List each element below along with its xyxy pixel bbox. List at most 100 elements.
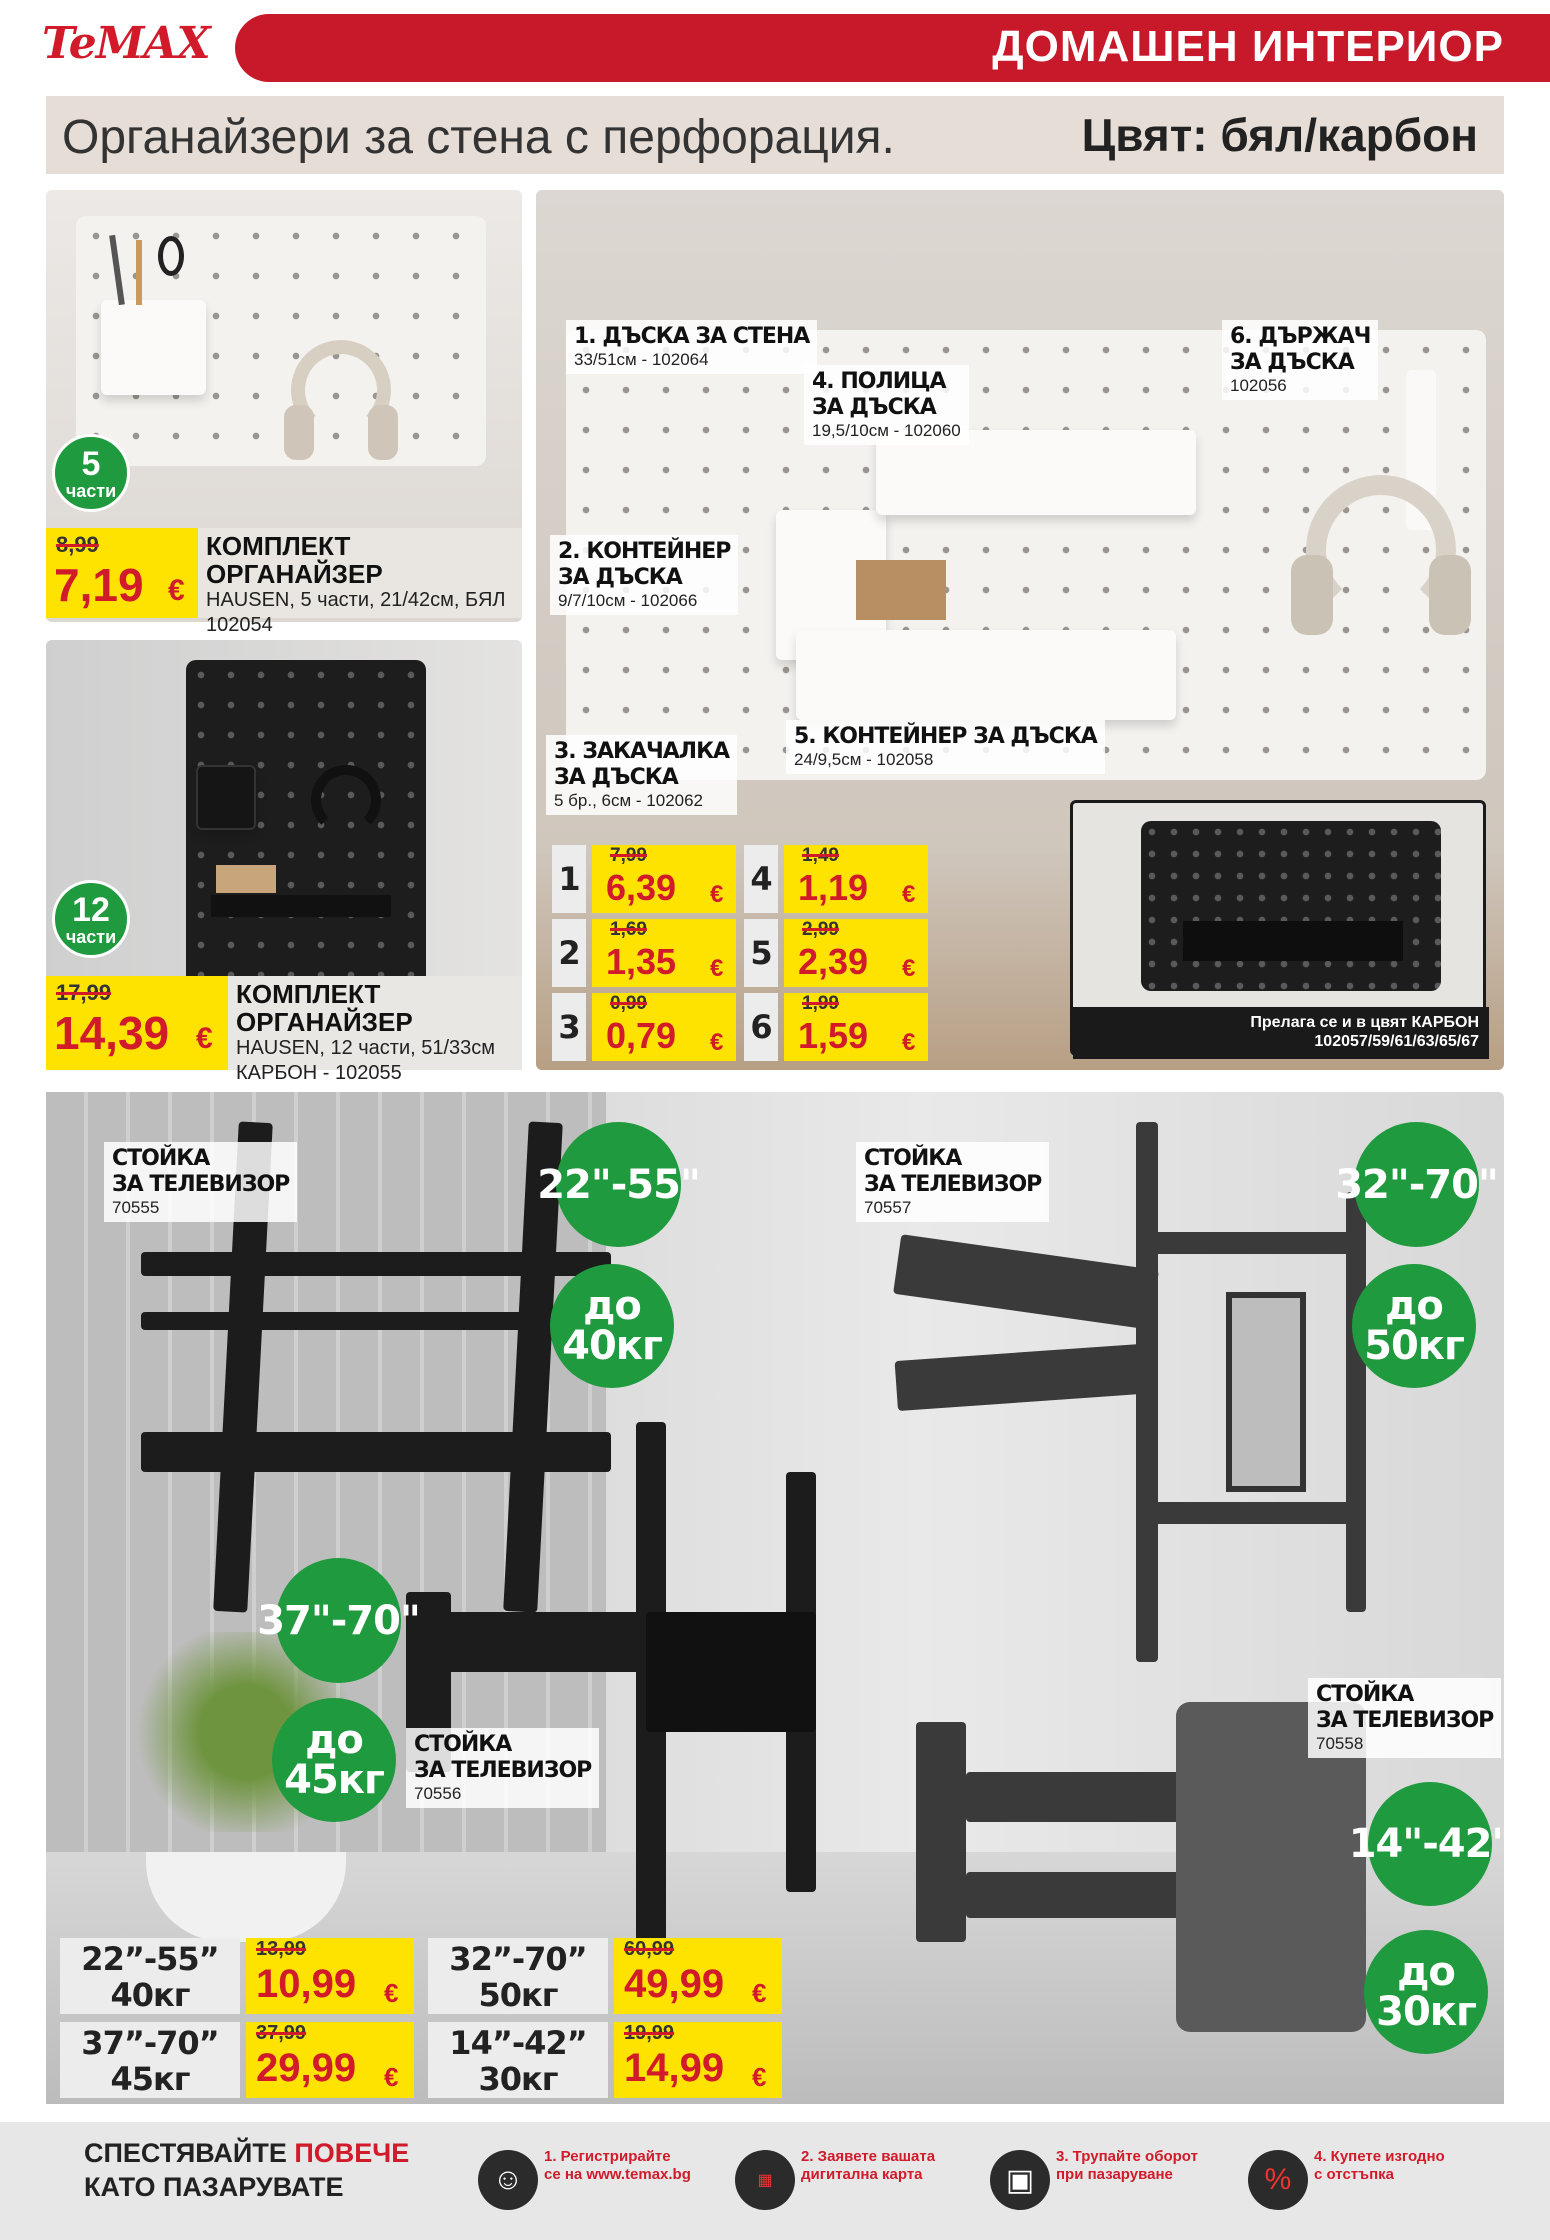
pegboard-dark-image (186, 660, 426, 1000)
part-price-3[interactable]: 0,99 0,79 € (592, 993, 736, 1061)
carbon-note: Прелага се и в цвят КАРБОН 102057/59/61/… (1073, 1007, 1489, 1059)
price-box: 8,99 7,19 € (46, 528, 198, 618)
size-cell: 37”-70”45кг (60, 2022, 240, 2098)
carbon-variant-inset[interactable]: Прелага се и в цвят КАРБОН 102057/59/61/… (1070, 800, 1489, 1059)
headphones-cup (1291, 555, 1333, 635)
product-desc: HAUSEN, 5 части, 21/42см, БЯЛ (206, 589, 506, 611)
old-price: 17,99 (56, 980, 112, 1005)
currency-symbol: € (196, 1022, 213, 1055)
size-badge: 32"-70" (1335, 1122, 1499, 1247)
old-price: 8,99 (56, 532, 99, 557)
part-price-2[interactable]: 1,69 1,35 € (592, 919, 736, 987)
part-number: 1 (552, 845, 586, 913)
part-number: 5 (744, 919, 778, 987)
part-label-3: 3. ЗАКАЧАЛКА ЗА ДЪСКА 5 бр., 6см - 10206… (546, 735, 738, 815)
part-number: 6 (744, 993, 778, 1061)
footer-slogan: СПЕСТЯВАЙТЕ ПОВЕЧЕ КАТО ПАЗАРУВАТЕ (84, 2138, 410, 2202)
scissors-icon (158, 236, 184, 276)
price-box: 17,99 14,39 € (46, 976, 228, 1070)
product-info: КОМПЛЕКТ ОРГАНАЙЗЕР HAUSEN, 12 части, 51… (228, 976, 522, 1084)
container-image (101, 300, 206, 395)
product-info: КОМПЛЕКТ ОРГАНАЙЗЕР HAUSEN, 5 части, 21/… (198, 528, 522, 636)
color-info: Цвят: бял/карбон (1081, 109, 1478, 161)
size-badge: 37"-70" (257, 1558, 421, 1683)
notebook-image (856, 560, 946, 620)
stand-label-70555: СТОЙКА ЗА ТЕЛЕВИЗОР 70555 (104, 1142, 298, 1222)
mount-wallplate (916, 1722, 966, 1942)
part-price-4[interactable]: 1,49 1,19 € (784, 845, 928, 913)
mount-bar (1146, 1232, 1366, 1254)
part-number: 2 (552, 919, 586, 987)
current-price: 14,39 (54, 1007, 170, 1059)
mount-arm (426, 1612, 646, 1672)
size-badge: 22"-55" (537, 1122, 701, 1247)
part-label-2: 2. КОНТЕЙНЕР ЗА ДЪСКА 9/7/10см - 102066 (550, 535, 739, 615)
product-code: КАРБОН - 102055 (236, 1062, 402, 1084)
stand-label-70558: СТОЙКА ЗА ТЕЛЕВИЗОР 70558 (1308, 1678, 1502, 1758)
part-label-6: 6. ДЪРЖАЧ ЗА ДЪСКА 102056 (1222, 320, 1379, 400)
mount-plate (646, 1612, 816, 1732)
tv-price-table: 22”-55”40кг 13,99 10,99 € 32”-70”50кг 60… (60, 1938, 790, 2100)
current-price: 7,19 (54, 559, 144, 611)
stand-label-70556: СТОЙКА ЗА ТЕЛЕВИЗОР 70556 (406, 1728, 600, 1808)
tv-price-70558[interactable]: 19,99 14,99 € (614, 2022, 782, 2098)
title-bar: Органайзери за стена с перфорация. Цвят:… (46, 96, 1504, 174)
mount-arm (893, 1234, 1159, 1330)
part-price-1[interactable]: 7,99 6,39 € (592, 845, 736, 913)
headphones-cup (368, 405, 398, 460)
page-title: Органайзери за стена с перфорация. (62, 111, 895, 164)
container-image (196, 765, 256, 830)
tv-price-70557[interactable]: 60,99 49,99 € (614, 1938, 782, 2014)
tv-stands-panel: СТОЙКА ЗА ТЕЛЕВИЗОР 70555 СТОЙКА ЗА ТЕЛЕ… (46, 1092, 1512, 2104)
container-large-image (796, 630, 1176, 720)
card-icon: ▦ (735, 2150, 795, 2210)
container-dark-image (1183, 921, 1403, 961)
pegboard-dark-image (1141, 821, 1441, 991)
part-number: 3 (552, 993, 586, 1061)
part-price-5[interactable]: 2,99 2,39 € (784, 919, 928, 987)
part-number: 4 (744, 845, 778, 913)
shelf-image (211, 895, 391, 917)
notebook-image (216, 865, 276, 893)
part-label-4: 4. ПОЛИЦА ЗА ДЪСКА 19,5/10см - 102060 (804, 365, 969, 445)
tv-price-70556[interactable]: 37,99 29,99 € (246, 2022, 414, 2098)
product-code: 102054 (206, 614, 273, 636)
pencil-icon (136, 240, 142, 305)
headphones-icon (311, 765, 381, 835)
discount-icon: % (1248, 2150, 1308, 2210)
product-name: КОМПЛЕКТ ОРГАНАЙЗЕР (236, 979, 413, 1037)
user-icon: ☺ (478, 2150, 538, 2210)
part-label-1: 1. ДЪСКА ЗА СТЕНА 33/51см - 102064 (566, 320, 818, 374)
parts-price-grid: 1 7,99 6,39 € 2 1,69 1,35 € 3 0,99 0,79 … (552, 845, 932, 1065)
size-badge: 14"-42" (1349, 1782, 1512, 1906)
mount-arm (894, 1342, 1158, 1412)
size-cell: 22”-55”40кг (60, 1938, 240, 2014)
currency-symbol: € (168, 574, 185, 607)
tv-price-70555[interactable]: 13,99 10,99 € (246, 1938, 414, 2014)
product-desc: HAUSEN, 12 части, 51/33см (236, 1037, 496, 1059)
headphones-cup (284, 405, 314, 460)
product-name: КОМПЛЕКТ ОРГАНАЙЗЕР (206, 531, 383, 589)
temax-logo[interactable]: TeMAX (42, 18, 211, 69)
mount-plate (1226, 1292, 1306, 1492)
wallet-icon: ▣ (990, 2150, 1050, 2210)
footer-loyalty-banner: СПЕСТЯВАЙТЕ ПОВЕЧЕ КАТО ПАЗАРУВАТЕ ☺ 1. … (0, 2122, 1550, 2240)
stand-label-70557: СТОЙКА ЗА ТЕЛЕВИЗОР 70557 (856, 1142, 1050, 1222)
size-cell: 14”-42”30кг (428, 2022, 608, 2098)
section-title: ДОМАШЕН ИНТЕРИОР (992, 22, 1504, 71)
parts-panel: 1. ДЪСКА ЗА СТЕНА 33/51см - 102064 2. КО… (536, 190, 1504, 1070)
part-price-6[interactable]: 1,99 1,59 € (784, 993, 928, 1061)
header-band (235, 14, 1550, 82)
